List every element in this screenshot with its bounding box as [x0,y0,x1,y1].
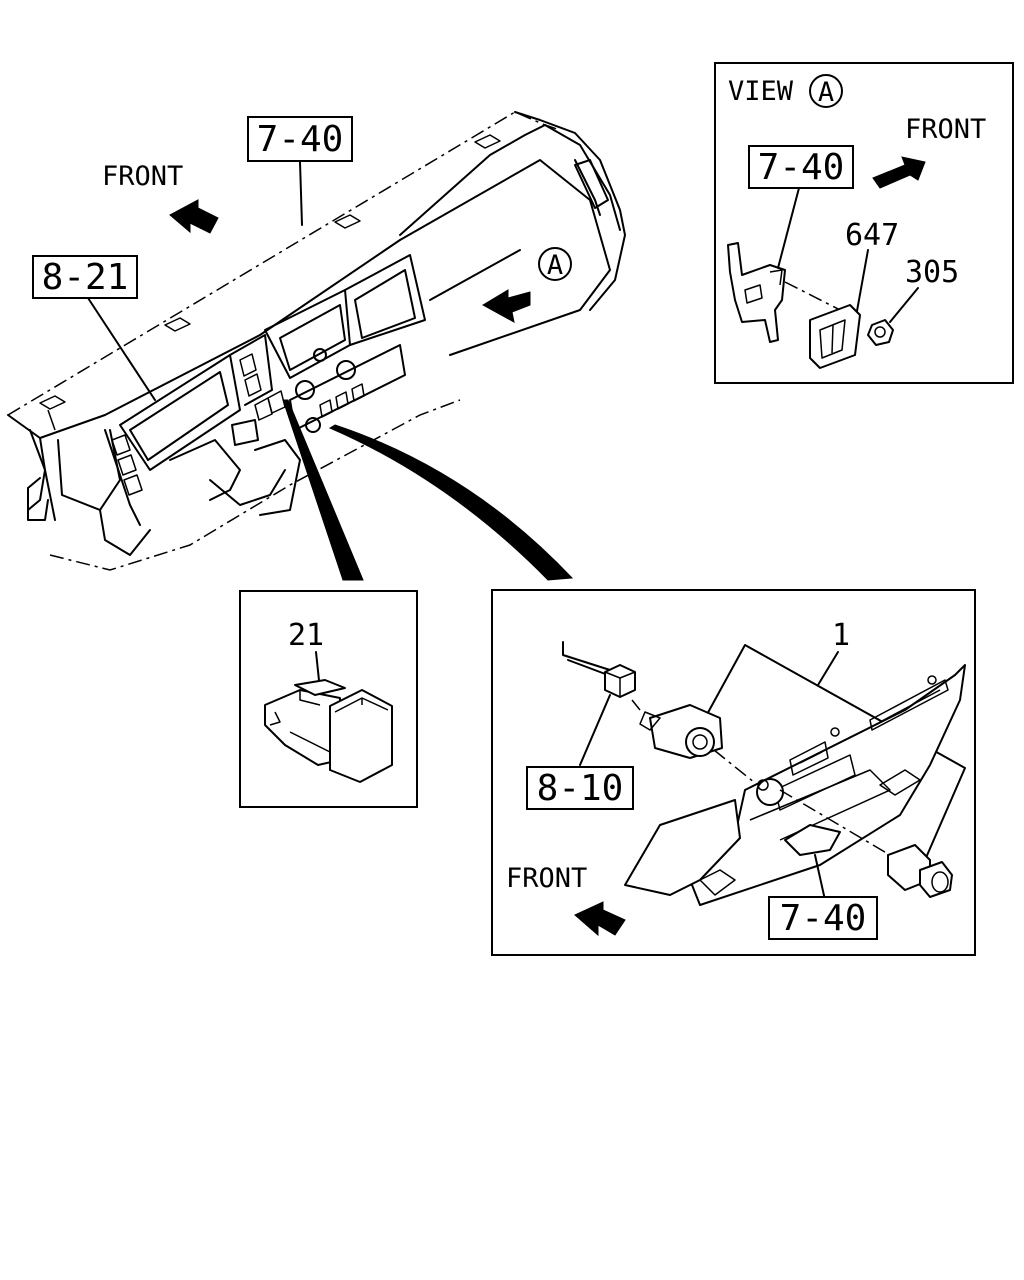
view-a-frame [714,62,1014,384]
view-marker-label: A [547,250,563,281]
lighter-hole [756,778,784,806]
front-arrow-main-icon [169,199,219,234]
leader-305 [889,287,919,323]
console-side-left [624,799,741,896]
callout-wedge-detail [328,424,574,581]
part-label-1: 1 [832,618,850,653]
ref-label-detail-bottom: 7-40 [780,898,867,939]
dashboard-illustration [7,111,626,571]
ref-box-view [748,145,854,189]
part-21-switch-cap [329,689,393,783]
ref-box-main-left [32,255,138,299]
part-label-647: 647 [845,218,899,253]
view-title-circle-label: A [818,77,834,108]
bracket-part [727,242,786,343]
leader-7-40-view [777,187,800,269]
leader-7-40-detail [814,854,826,901]
leader-7-40-main [299,161,303,226]
part-label-21: 21 [288,618,324,653]
ref-label-main-left: 8-21 [42,257,129,298]
view-marker-circle [538,247,572,281]
view-title: VIEW [728,76,794,107]
front-label-view: FRONT [905,114,986,145]
ref-box-connector [526,766,634,810]
switch-detail-panel: 21 [239,590,418,808]
leader-8-21 [87,297,156,401]
leader-1 [817,651,839,686]
part-label-305: 305 [905,255,959,290]
part-647-switch [809,304,861,369]
leader-8-10 [579,694,611,766]
view-arrow-icon [481,289,531,323]
ref-label-connector: 8-10 [537,768,624,809]
front-label-main: FRONT [102,161,183,192]
part-305-nut [867,319,894,346]
ref-box-main-top [247,116,353,162]
wire [562,641,611,671]
leader-1-bracket [704,644,966,861]
ref-label-main-top: 7-40 [257,119,344,160]
front-label-detail: FRONT [506,863,587,894]
view-a-panel: VIEW A FRONT 7-40 647 305 [714,62,1014,384]
ref-label-view: 7-40 [758,147,845,188]
callout-wedge-switch [282,399,364,581]
front-arrow-view-icon [872,156,926,189]
front-arrow-detail-icon [574,901,626,937]
ref-box-detail-bottom [768,896,878,940]
view-title-circle [809,74,843,108]
lighter-detail-panel: 1 8-10 [491,589,976,956]
leader-647 [854,249,869,323]
